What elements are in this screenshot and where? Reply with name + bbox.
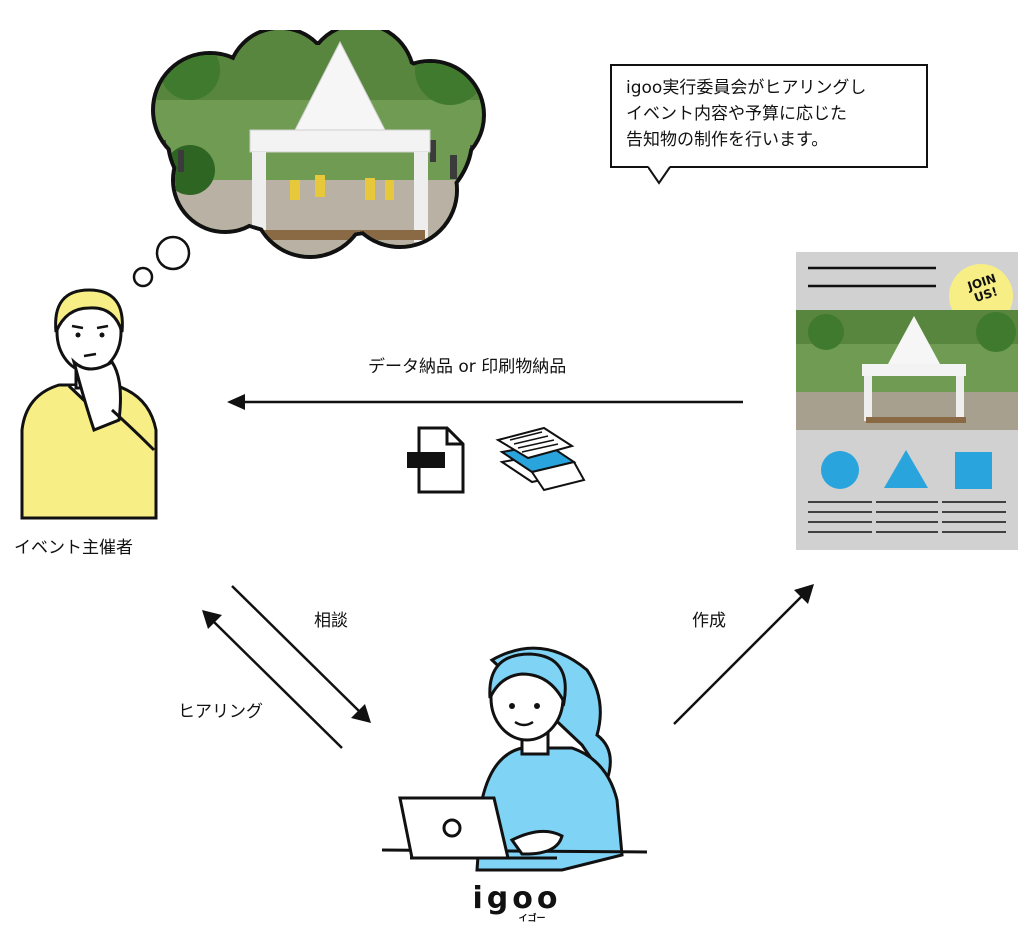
speech-bubble-line-1: igoo実行委員会がヒアリングし	[626, 78, 867, 98]
poster-square-shape	[955, 452, 992, 489]
designer-illustration	[382, 646, 648, 872]
igoo-logo-main: igoo	[472, 881, 562, 916]
thought-bubble-dots	[132, 235, 191, 288]
delivery-arrow	[227, 394, 743, 410]
event-organizer-illustration	[20, 288, 158, 520]
printed-matter-icon	[495, 426, 586, 492]
igoo-logo-kana: イゴー	[518, 914, 546, 924]
speech-bubble-tail	[648, 166, 671, 185]
thought-cloud	[151, 30, 486, 259]
hearing-arrow	[202, 610, 343, 749]
consultation-arrow	[231, 585, 371, 723]
poster	[796, 252, 1018, 550]
consultation-label: 相談	[314, 611, 348, 631]
poster-circle-shape	[821, 451, 859, 489]
igoo-logo: igoo イゴー	[462, 884, 572, 925]
speech-bubble-line-3: 告知物の制作を行います。	[626, 130, 829, 150]
creation-arrow	[673, 584, 814, 725]
speech-bubble: igoo実行委員会がヒアリングし イベント内容や予算に応じた 告知物の制作を行い…	[610, 64, 928, 168]
poster-triangle-shape	[884, 450, 928, 488]
event-organizer-label: イベント主催者	[14, 538, 133, 558]
data-file-icon	[407, 426, 465, 494]
delivery-label: データ納品 or 印刷物納品	[368, 357, 567, 377]
hearing-label: ヒアリング	[178, 702, 263, 722]
creation-label: 作成	[692, 611, 726, 631]
speech-bubble-line-2: イベント内容や予算に応じた	[626, 104, 847, 124]
